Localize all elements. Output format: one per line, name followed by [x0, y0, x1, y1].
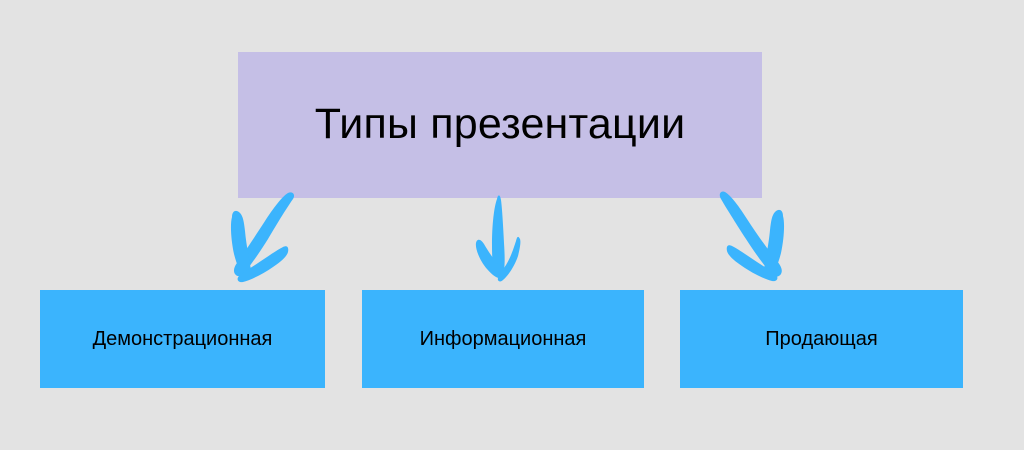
node-title-label: Типы презентации [314, 100, 686, 149]
node-child-label: Демонстрационная [92, 327, 273, 350]
arrow-middle-icon [475, 195, 521, 282]
node-child-label: Продающая [765, 327, 878, 350]
node-child-label: Информационная [419, 327, 587, 350]
node-child-informacionnaya[interactable]: Информационная [362, 290, 644, 388]
node-title[interactable]: Типы презентации [238, 52, 762, 198]
node-child-demonstracionnaya[interactable]: Демонстрационная [40, 290, 325, 388]
arrow-left-icon [230, 192, 295, 283]
arrow-right-icon [719, 191, 785, 282]
node-child-prodayushchaya[interactable]: Продающая [680, 290, 963, 388]
